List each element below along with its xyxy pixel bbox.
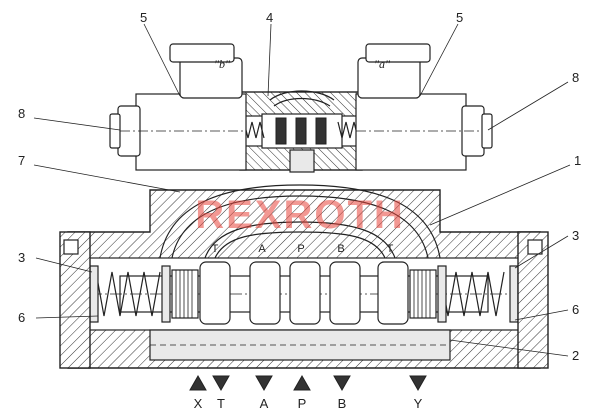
callout-leaders (33, 23, 571, 357)
bottom-port-arrows (189, 374, 427, 392)
port-p-arrow-up (293, 374, 311, 391)
callout-8-left: 8 (18, 106, 25, 121)
port-b-arrow-down (333, 375, 351, 392)
inner-port-t1: T (212, 243, 219, 255)
callout-8-right: 8 (572, 70, 579, 85)
end-cap-right (517, 231, 549, 369)
callout-5-right: 5 (456, 10, 463, 25)
end-cap-left (59, 231, 91, 369)
pilot-channels (159, 184, 441, 259)
callout-3-right: 3 (572, 228, 579, 243)
callout-4: 4 (266, 10, 273, 25)
callout-7: 7 (18, 153, 25, 168)
port-y-label: Y (414, 396, 423, 411)
port-a-label: A (260, 396, 269, 411)
callout-6-right: 6 (572, 302, 579, 317)
port-p-label: P (298, 396, 307, 411)
port-t-label: T (217, 396, 225, 411)
callout-3-left: 3 (18, 250, 25, 265)
port-y-arrow-down (409, 375, 427, 392)
inner-port-p: P (297, 243, 304, 255)
port-t-arrow-down (212, 375, 230, 392)
main-spool (70, 261, 538, 325)
spring-left (89, 265, 171, 323)
solenoid-left (109, 43, 247, 171)
watermark-logo: REXROTH (195, 193, 405, 237)
callout-1: 1 (574, 153, 581, 168)
solenoid-right (355, 43, 493, 171)
port-x-label: X (194, 396, 203, 411)
inner-port-labels: T A P B T (212, 243, 394, 255)
bottom-port-labels: X T A P B Y (194, 396, 423, 411)
inner-port-a: A (258, 243, 266, 255)
port-a-arrow-down (255, 375, 273, 392)
inner-port-t2: T (387, 243, 394, 255)
pilot-valve-body (237, 90, 365, 173)
callout-2: 2 (572, 348, 579, 363)
callout-numbers: 5 4 5 8 8 7 1 3 3 6 6 2 (18, 10, 581, 363)
inner-port-b: B (337, 243, 344, 255)
port-x-arrow-up (189, 374, 207, 391)
solenoid-a-label: "a" (374, 57, 391, 71)
callout-5-left: 5 (140, 10, 147, 25)
port-b-label: B (338, 396, 347, 411)
solenoid-b-label: "b" (214, 57, 231, 71)
callout-6-left: 6 (18, 310, 25, 325)
